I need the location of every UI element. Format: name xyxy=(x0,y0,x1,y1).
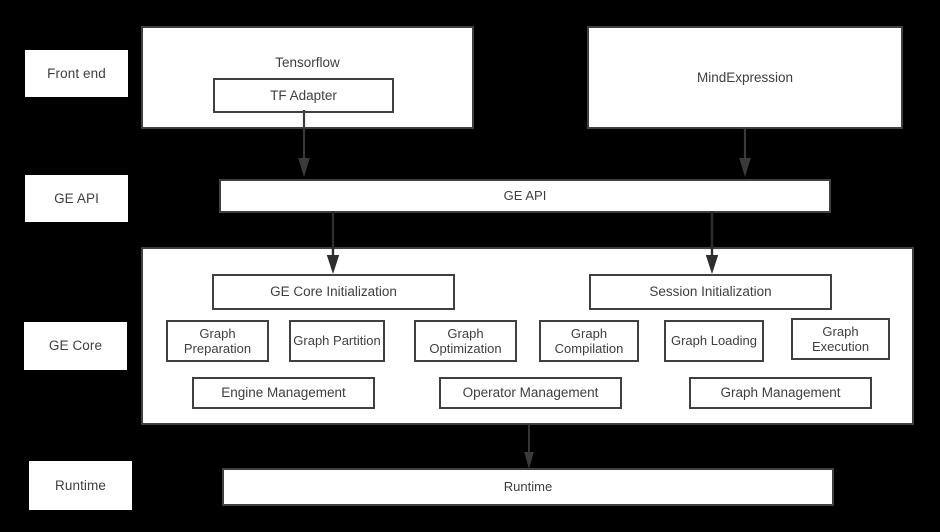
stage-label-runtime: Runtime xyxy=(29,461,132,510)
ge-api-bar: GE API xyxy=(219,179,831,213)
mindexpression-box: MindExpression xyxy=(587,26,903,129)
graph-partition-box: Graph Partition xyxy=(289,320,385,362)
graph-management-box: Graph Management xyxy=(689,377,872,409)
graph-optimization-box: Graph Optimization xyxy=(414,320,517,362)
tf-adapter-box: TF Adapter xyxy=(213,78,394,113)
runtime-bar: Runtime xyxy=(222,468,834,506)
operator-management-box: Operator Management xyxy=(439,377,622,409)
arrow-mindexpression-to-ge-api xyxy=(737,128,753,178)
stage-label-ge-core: GE Core xyxy=(24,322,127,370)
tensorflow-title: Tensorflow xyxy=(275,55,340,70)
arrow-ge-core-to-runtime xyxy=(521,424,537,470)
stage-label-ge-api: GE API xyxy=(25,175,128,222)
graph-preparation-box: Graph Preparation xyxy=(166,320,269,362)
engine-management-box: Engine Management xyxy=(192,377,375,409)
graph-compilation-box: Graph Compilation xyxy=(539,320,639,362)
graph-execution-box: Graph Execution xyxy=(791,318,890,360)
session-initialization-box: Session Initialization xyxy=(589,274,832,310)
stage-label-front-end: Front end xyxy=(25,50,128,97)
ge-core-initialization-box: GE Core Initialization xyxy=(212,274,455,310)
graph-loading-box: Graph Loading xyxy=(664,320,764,362)
